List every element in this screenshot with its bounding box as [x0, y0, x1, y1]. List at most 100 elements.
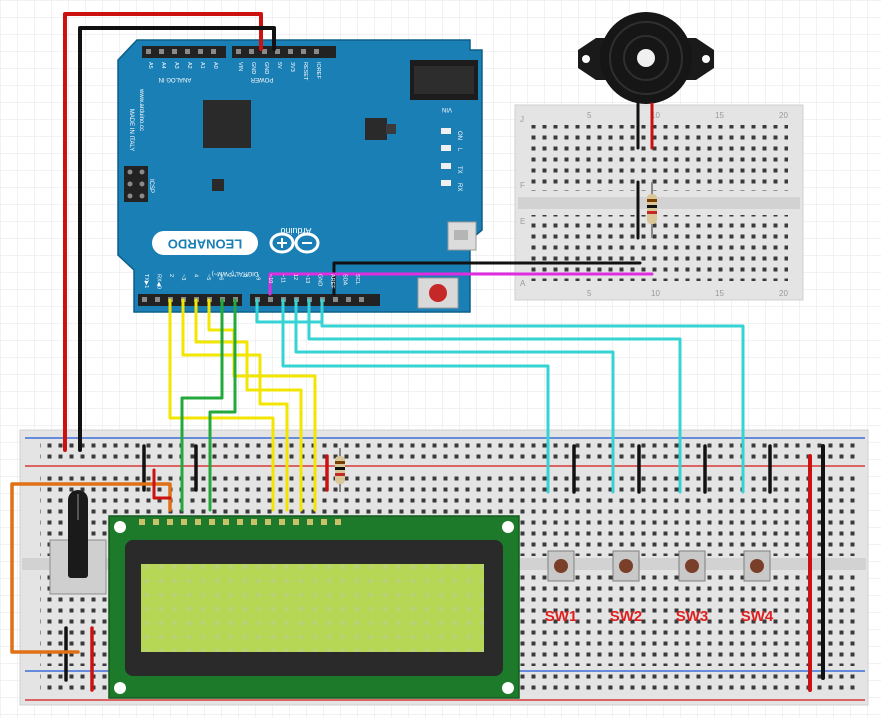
led-label-rx: RX [456, 183, 462, 191]
digital-pin-label: AREF [329, 274, 335, 289]
led-label-on: ON [456, 131, 462, 140]
svg-text:E: E [520, 217, 525, 226]
potentiometer [49, 490, 107, 595]
svg-text:J: J [520, 115, 524, 124]
made-in-italy-label: MADE IN ITALY [128, 109, 134, 151]
lcd-16x2-module [108, 515, 520, 699]
wire-pot-red [152, 468, 172, 500]
digital-pin-label: ~5 [205, 274, 211, 280]
analog-in-label: ANALOG IN [159, 76, 192, 82]
switch-sw4[interactable] [743, 550, 771, 582]
digital-pin-label: 7 [230, 274, 236, 277]
analog-pin-label: A3 [173, 62, 179, 69]
analog-pin-label: A1 [199, 62, 205, 69]
svg-text:10: 10 [651, 111, 660, 120]
vin-label: VIN [442, 106, 452, 112]
wire-buzzer-signal [268, 272, 654, 296]
wire-lcd-d6 [181, 298, 289, 512]
analog-pin-label: A4 [160, 62, 166, 69]
power-pin-label: VIN [237, 62, 243, 71]
power-pin-label: RESET [302, 62, 308, 81]
svg-text:10: 10 [651, 289, 660, 298]
wire-gnd-black [78, 26, 276, 452]
wire-lcd-rs [180, 298, 224, 512]
small-breadboard: J F E A 5 10 15 20 5 10 15 20 [514, 104, 804, 301]
switch-sw3[interactable] [678, 550, 706, 582]
wire-sw4 [320, 298, 745, 494]
power-pin-label: 3V3 [289, 62, 295, 72]
power-pin-label: GND [250, 62, 256, 74]
arduino-logo: Arduino [269, 226, 320, 254]
digital-pin-label: 8 [242, 274, 248, 277]
digital-pin-label: ~3 [180, 274, 186, 280]
switch-label-sw1: SW1 [545, 608, 578, 625]
resistor-buzzer [647, 182, 657, 238]
model-badge [152, 231, 258, 255]
digital-pin-label: SDA [341, 274, 347, 286]
switch-label-sw3: SW3 [676, 608, 709, 625]
analog-pin-label: A0 [212, 62, 218, 69]
digital-pin-label: 4 [193, 274, 199, 277]
website-label: www.arduino.cc [138, 88, 144, 131]
digital-pin-label: TX▶1 [143, 274, 149, 288]
digital-pwm-label: DIGITAL (PWM~) [212, 270, 259, 276]
arduino-brand-label: Arduino [280, 226, 311, 236]
wire-buzzer-gnd [332, 261, 642, 296]
digital-pin-label: ~10 [267, 274, 273, 283]
digital-pin-label: ~11 [279, 274, 285, 283]
svg-text:A: A [520, 279, 526, 288]
wire-sw1 [281, 298, 550, 494]
switch-label-sw2: SW2 [610, 608, 643, 625]
model-label: LEONARDO [168, 237, 242, 252]
digital-pin-label: ~6 [217, 274, 223, 280]
wires [10, 12, 825, 692]
power-label: POWER [250, 76, 273, 82]
push-buttons [547, 550, 771, 582]
svg-text:5: 5 [587, 111, 592, 120]
svg-text:5: 5 [587, 289, 592, 298]
svg-text:F: F [520, 181, 525, 190]
svg-text:20: 20 [779, 289, 788, 298]
digital-pin-label: ~13 [304, 274, 310, 283]
power-pin-label: 5V [276, 62, 282, 69]
wire-lcd-d7 [168, 298, 275, 512]
led-label-tx: TX [456, 166, 462, 174]
led-label-l: L [456, 148, 462, 152]
wire-sw3 [307, 298, 682, 494]
wire-sw2 [294, 298, 615, 494]
svg-text:20: 20 [779, 111, 788, 120]
power-header [232, 46, 336, 58]
microcontroller-chip [203, 100, 251, 148]
power-pin-label: IOREF [315, 62, 321, 79]
analog-pin-label: A5 [147, 62, 153, 69]
digital-pin-label: GND [317, 274, 323, 286]
switch-sw2[interactable] [612, 550, 640, 582]
resistor-lcd [335, 448, 345, 492]
digital-pin-label: SCL [354, 274, 360, 285]
reset-button-cap[interactable] [429, 284, 447, 302]
small-chip [212, 179, 224, 191]
icsp-label: ICSP [148, 179, 154, 193]
piezo-buzzer [578, 12, 714, 104]
digital-header-low [138, 294, 242, 306]
switch-label-sw4: SW4 [741, 608, 774, 625]
switch-sw1[interactable] [547, 550, 575, 582]
svg-text:15: 15 [715, 289, 724, 298]
wire-lcd-en [208, 298, 237, 512]
usb-connector [447, 221, 477, 251]
analog-pin-label: A2 [186, 62, 192, 69]
digital-pin-label: 12 [292, 274, 298, 280]
wire-5v-red [63, 12, 263, 452]
regulator-chip [365, 118, 387, 140]
arduino-leonardo-board: ANALOG IN POWER MADE IN ITALY www.arduin… [117, 39, 483, 313]
wire-lcd-d5 [194, 298, 303, 512]
digital-pin-label: ~9 [255, 274, 261, 280]
wire-cyan-extra [255, 298, 324, 324]
digital-pin-label: RX◀0 [155, 274, 161, 289]
digital-pin-label: 2 [168, 274, 174, 277]
wire-lcd-contrast [10, 482, 172, 654]
svg-text:15: 15 [715, 111, 724, 120]
status-leds [441, 128, 451, 186]
